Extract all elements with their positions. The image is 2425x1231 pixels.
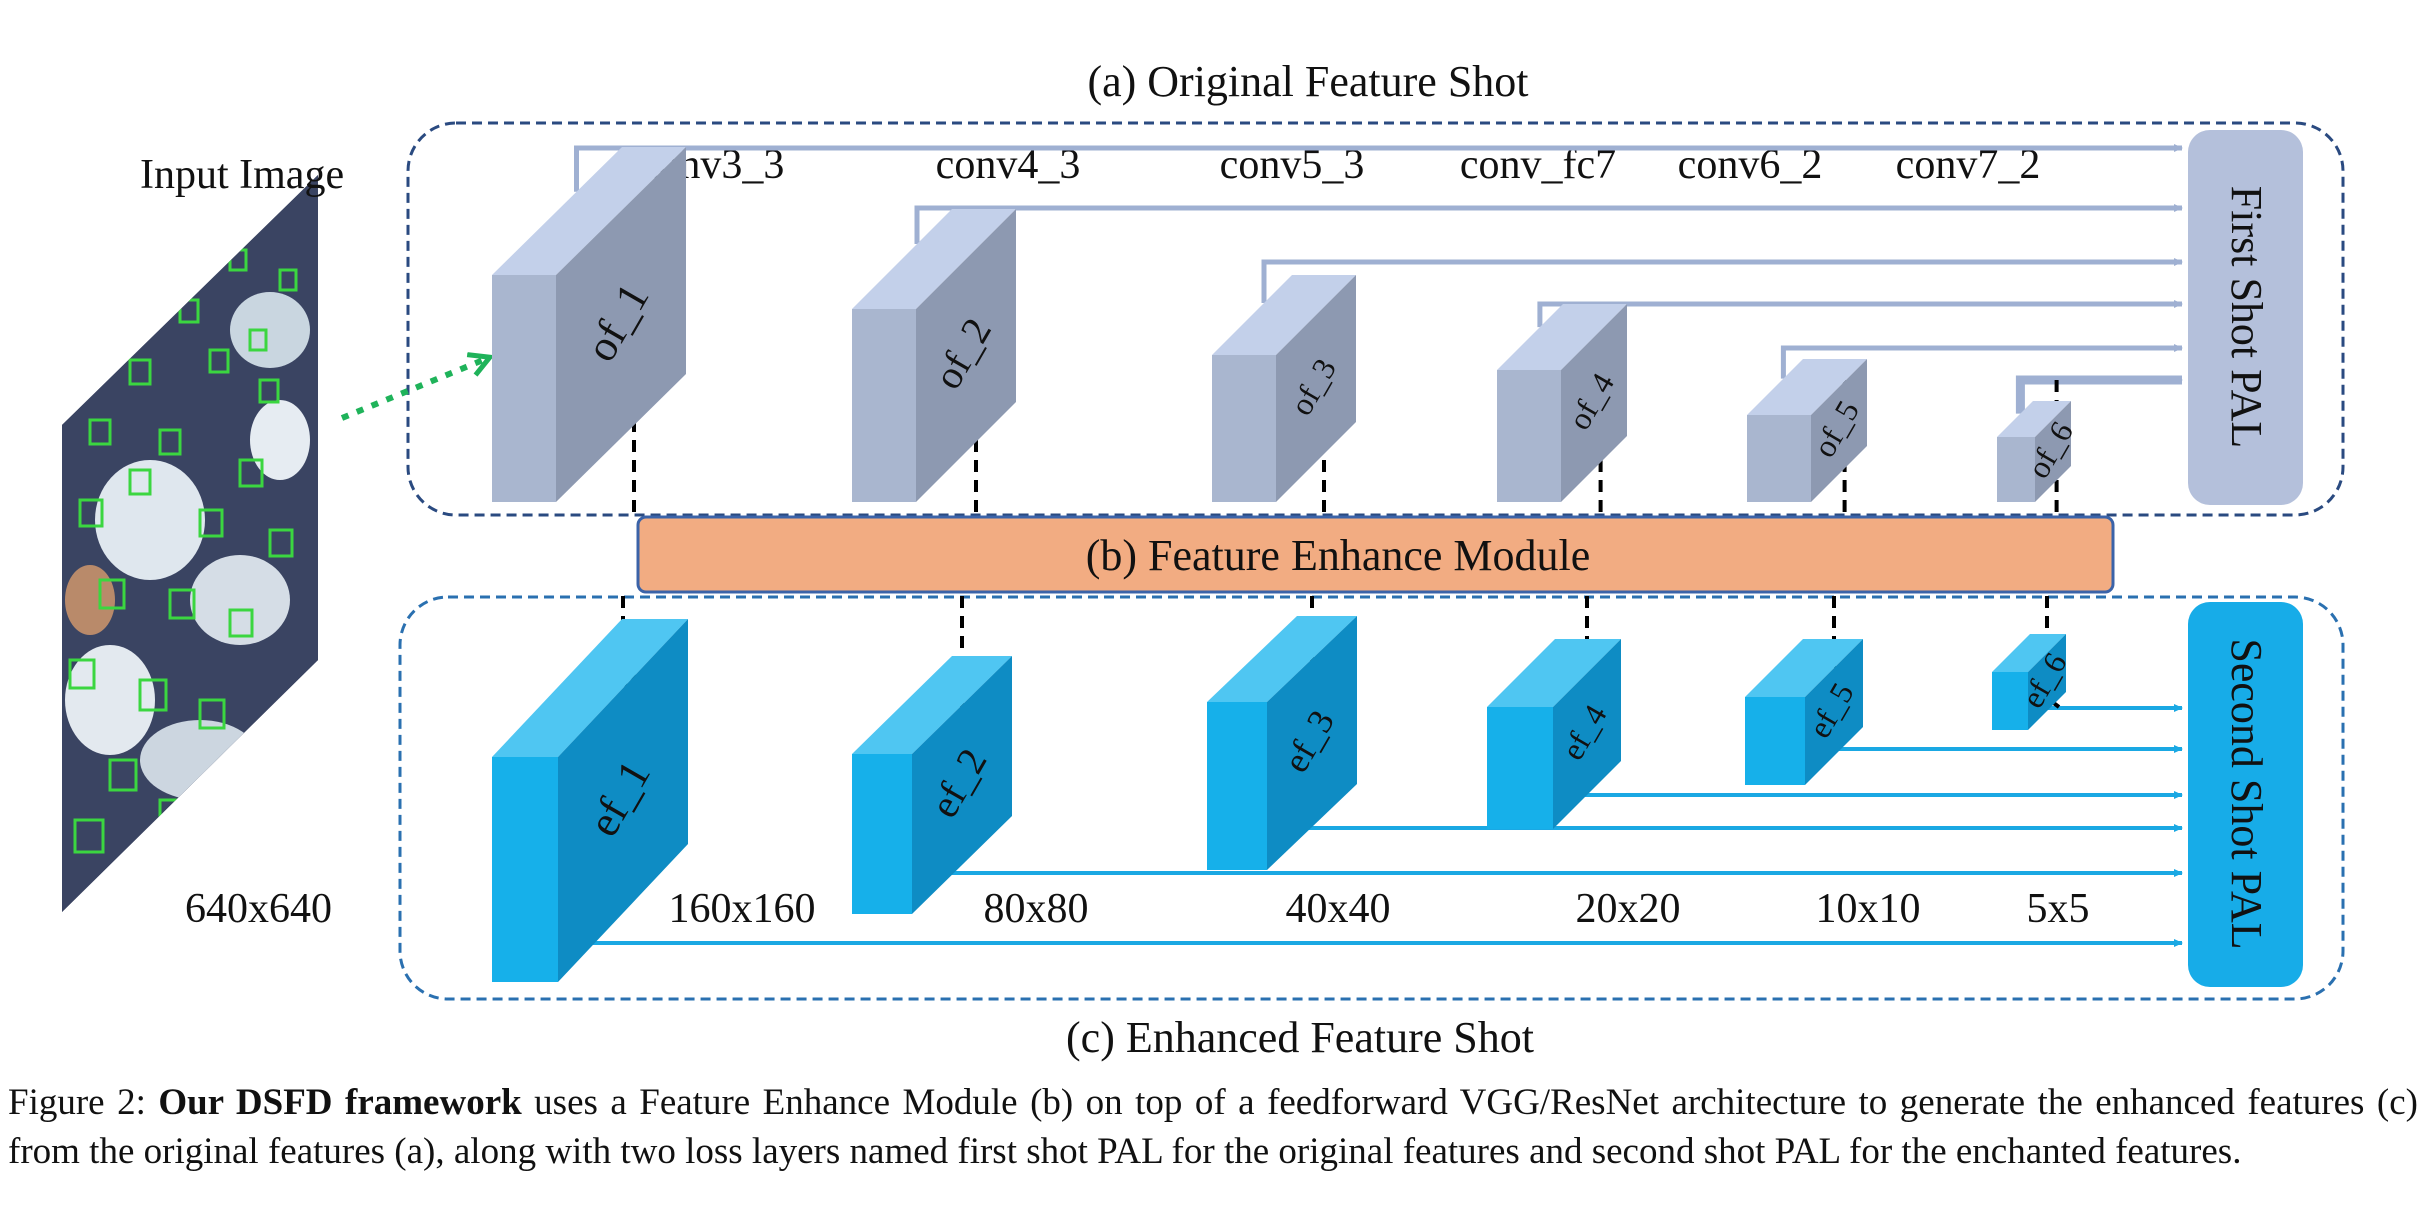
of-to-pal-arrow-5 — [1780, 344, 2183, 379]
original-feature-box — [406, 121, 2345, 517]
input-image-size: 640x640 — [185, 886, 332, 932]
svg-text:Second Shot PAL: Second Shot PAL — [2222, 638, 2271, 949]
of-block-2-front — [852, 309, 916, 502]
of-block-6-side — [2035, 401, 2071, 502]
of-to-pal-arrow-1 — [574, 144, 2183, 192]
of-block-1-top — [492, 147, 686, 275]
figure-caption: Figure 2: Our DSFD framework uses a Feat… — [8, 1078, 2418, 1176]
section-title-enhanced: (c) Enhanced Feature Shot — [1066, 1013, 1534, 1062]
ef-block-5-top — [1745, 639, 1863, 697]
size-label-2: 80x80 — [984, 886, 1089, 932]
ef-block-2-side — [912, 656, 1012, 914]
of-block-3-top — [1212, 275, 1356, 355]
of-block-3-side — [1276, 275, 1356, 502]
size-label-6: 5x5 — [2027, 886, 2090, 932]
of-block-5-top — [1747, 359, 1867, 415]
of-block-5-front — [1747, 415, 1811, 502]
of-block-4-top — [1497, 304, 1627, 370]
of-block-3: of_3 — [1212, 275, 1356, 502]
of-block-3-front — [1212, 355, 1276, 502]
of-block-1-side — [556, 147, 686, 502]
size-label-4: 20x20 — [1576, 886, 1681, 932]
ef-block-2-top — [852, 656, 1012, 754]
ef-block-6-top — [1992, 634, 2066, 672]
ef-block-3-front — [1207, 702, 1267, 870]
ef-block-5: ef_5 — [1745, 639, 1863, 785]
of-block-2: of_2 — [852, 209, 1016, 502]
ef-block-1: ef_1 — [492, 619, 688, 982]
ef-block-3: ef_3 — [1207, 616, 1357, 870]
ef-block-6-side — [2028, 634, 2066, 730]
ef-block-6-front — [1992, 672, 2028, 730]
of-to-pal-arrow-3 — [1261, 258, 2183, 303]
ef-block-4-side — [1553, 639, 1621, 829]
section-title-original: (a) Original Feature Shot — [1087, 57, 1528, 106]
size-label-1: 160x160 — [669, 886, 816, 932]
caption-rest: uses a Feature Enhance Module (b) on top… — [8, 1082, 2418, 1172]
ef-block-4-top — [1487, 639, 1621, 707]
input-image — [62, 175, 318, 912]
of-to-pal-arrow-2 — [914, 204, 2183, 244]
of-block-1-front — [492, 275, 556, 502]
svg-text:First Shot PAL: First Shot PAL — [2222, 186, 2271, 448]
of-block-4-front — [1497, 370, 1561, 502]
of-block-2-top — [852, 209, 1016, 309]
ef-block-3-top — [1207, 616, 1357, 702]
first-shot-pal: First Shot PAL — [2188, 130, 2303, 505]
size-label-5: 10x10 — [1816, 886, 1921, 932]
svg-text:(b) Feature Enhance Module: (b) Feature Enhance Module — [1086, 531, 1591, 580]
ef-block-6: ef_6 — [1992, 634, 2074, 730]
second-shot-pal: Second Shot PAL — [2188, 602, 2303, 987]
ef-block-4: ef_4 — [1487, 639, 1621, 829]
size-label-3: 40x40 — [1286, 886, 1391, 932]
of-to-pal-arrow-6 — [2015, 375, 2183, 414]
input-arrow — [340, 358, 488, 421]
caption-bold: Our DSFD framework — [158, 1082, 522, 1123]
of-block-5: of_5 — [1747, 359, 1867, 502]
ef-block-4-front — [1487, 707, 1553, 829]
of-block-6-top — [1997, 401, 2071, 437]
ef-block-1-side — [558, 619, 688, 982]
ef-block-2-front — [852, 754, 912, 914]
dsfd-diagram: (a) Original Feature Shot (c) Enhanced F… — [62, 57, 2345, 1062]
of-block-4-side — [1561, 304, 1627, 502]
ef-block-5-side — [1805, 639, 1863, 785]
input-image-label: Input Image — [140, 152, 344, 198]
ef-block-5-front — [1745, 697, 1805, 785]
ef-block-1-top — [492, 619, 688, 757]
of-block-2-side — [916, 209, 1016, 502]
of-block-5-side — [1811, 359, 1867, 502]
of-block-6-front — [1997, 437, 2035, 502]
of-block-4: of_4 — [1497, 304, 1627, 502]
of-block-1: of_1 — [492, 147, 686, 502]
of-to-pal-arrow-4 — [1537, 300, 2183, 328]
caption-prefix: Figure 2: — [8, 1082, 159, 1123]
ef-block-3-side — [1267, 616, 1357, 870]
ef-block-2: ef_2 — [852, 656, 1012, 914]
feature-enhance-module: (b) Feature Enhance Module — [636, 515, 2115, 594]
of-block-6: of_6 — [1997, 401, 2080, 502]
ef-block-1-front — [492, 757, 558, 982]
